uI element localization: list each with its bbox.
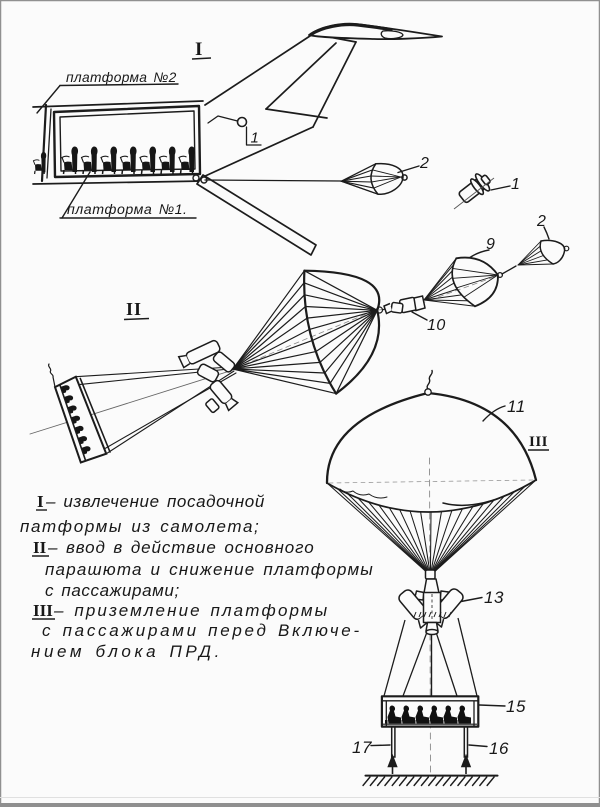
svg-text:– ввод в действие основного: – ввод в действие основного xyxy=(47,538,315,557)
svg-text:нием блока ПРД.: нием блока ПРД. xyxy=(31,642,223,661)
svg-text:17: 17 xyxy=(352,738,372,757)
svg-text:1: 1 xyxy=(251,130,260,147)
svg-text:– извлечение посадочной: – извлечение посадочной xyxy=(45,492,265,511)
svg-text:1: 1 xyxy=(511,176,520,193)
svg-text:III: III xyxy=(529,434,548,450)
svg-text:платформа №2: платформа №2 xyxy=(66,70,177,85)
svg-text:II: II xyxy=(126,299,142,319)
svg-text:с пассажирами;: с пассажирами; xyxy=(45,581,180,600)
svg-text:2: 2 xyxy=(536,213,546,230)
svg-text:15: 15 xyxy=(506,697,526,716)
svg-text:патформы из самолета;: патформы из самолета; xyxy=(20,517,260,536)
svg-text:13: 13 xyxy=(484,588,504,607)
svg-text:III: III xyxy=(33,601,53,620)
svg-text:9: 9 xyxy=(486,236,495,253)
svg-text:парашюта и снижение платфор: парашюта и снижение платформы xyxy=(45,560,374,579)
svg-text:II: II xyxy=(33,538,47,557)
svg-text:с пассажирами перед Включе-: с пассажирами перед Включе- xyxy=(42,621,362,640)
svg-text:I: I xyxy=(195,39,202,60)
svg-text:– приземление платформы: – приземление платформы xyxy=(53,601,329,620)
svg-text:16: 16 xyxy=(489,739,509,758)
svg-text:2: 2 xyxy=(419,155,429,172)
svg-text:I: I xyxy=(37,492,44,511)
svg-text:11: 11 xyxy=(507,397,526,416)
svg-text:10: 10 xyxy=(427,317,446,334)
svg-text:платформа №1.: платформа №1. xyxy=(67,202,187,218)
